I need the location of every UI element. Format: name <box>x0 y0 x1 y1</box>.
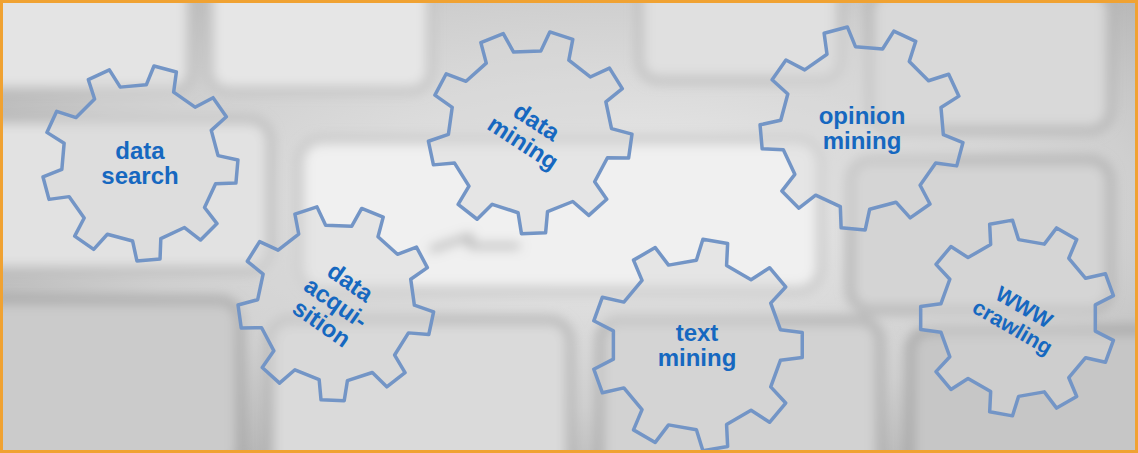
gear-node: data acqui- sition <box>236 203 436 403</box>
gear-node: data search <box>40 63 240 263</box>
gear-node: WWW crawling <box>918 218 1118 418</box>
gear-label: data search <box>85 138 195 188</box>
gear-label: opinion mining <box>802 103 922 153</box>
gear-label: text mining <box>637 320 757 370</box>
gear-node: text mining <box>589 237 805 453</box>
gear-node: data mining <box>426 28 634 236</box>
gear-node: opinion mining <box>758 24 966 232</box>
